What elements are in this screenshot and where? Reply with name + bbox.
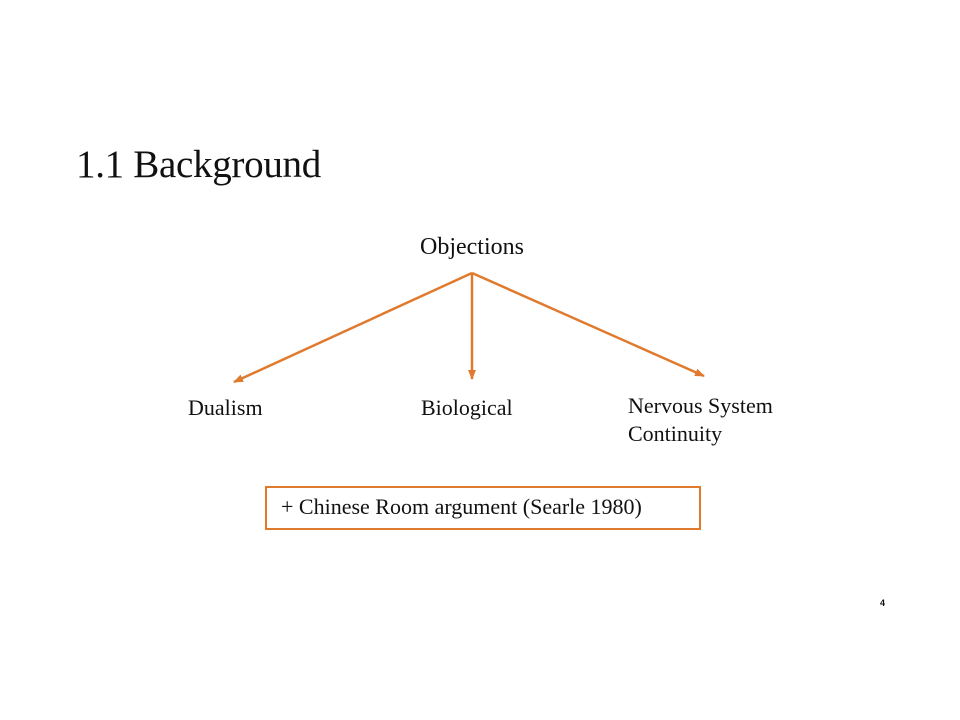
note-text: + Chinese Room argument (Searle 1980) — [281, 494, 642, 519]
branch-node-label: Dualism — [188, 395, 263, 420]
branch-node-label-line-2: Continuity — [628, 420, 723, 446]
slide-title: 1.1 Background — [76, 143, 321, 186]
page-number: 4 — [880, 598, 886, 608]
branch-node-biological: Biological — [421, 394, 513, 423]
branch-node-label-line-1: Nervous System — [628, 393, 773, 418]
root-node-objections: Objections — [420, 234, 524, 260]
note-box — [265, 486, 701, 530]
branch-node-dualism: Dualism — [188, 394, 263, 423]
branch-node-nervous-system: Nervous System Continuity — [628, 392, 773, 448]
branch-node-label: Biological — [421, 395, 513, 420]
arrow-to-dualism — [233, 271, 473, 384]
arrow-to-nervous-system — [471, 271, 705, 378]
